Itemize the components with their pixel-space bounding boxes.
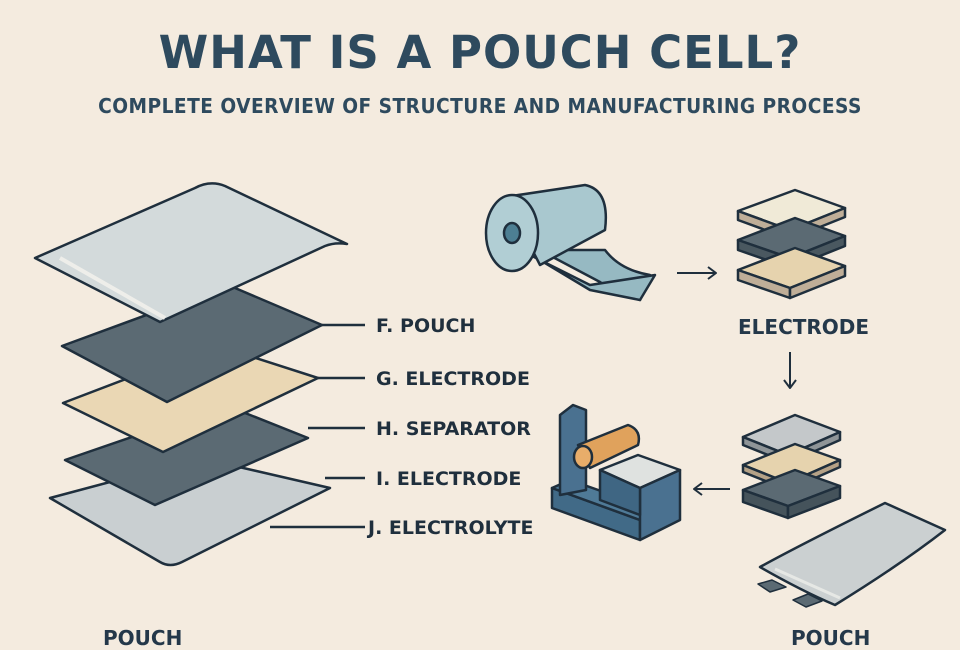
layer-label-g: G. ELECTRODE [376,368,530,390]
layer-label-i: I. ELECTRODE [376,468,522,490]
electrode-stack-icon [736,188,847,300]
electrode-stack-caption: ELECTRODE [738,315,870,339]
page-title: WHAT IS A POUCH CELL? [158,26,802,79]
finished-pouch-caption: POUCH [791,626,871,650]
exploded-view-caption: POUCH [103,626,183,650]
layer-pouch-top [33,182,349,324]
layer-label-h: H. SEPARATOR [376,418,531,440]
finished-pouch-icon [757,501,947,608]
page-subtitle: COMPLETE OVERVIEW OF STRUCTURE AND MANUF… [98,94,862,118]
electrode-roll-icon [484,183,657,302]
press-machine-icon [550,403,682,542]
layer-stack-icon [741,413,842,520]
layer-label-j: J. ELECTROLYTE [368,517,534,539]
layer-label-f: F. POUCH [376,315,476,337]
